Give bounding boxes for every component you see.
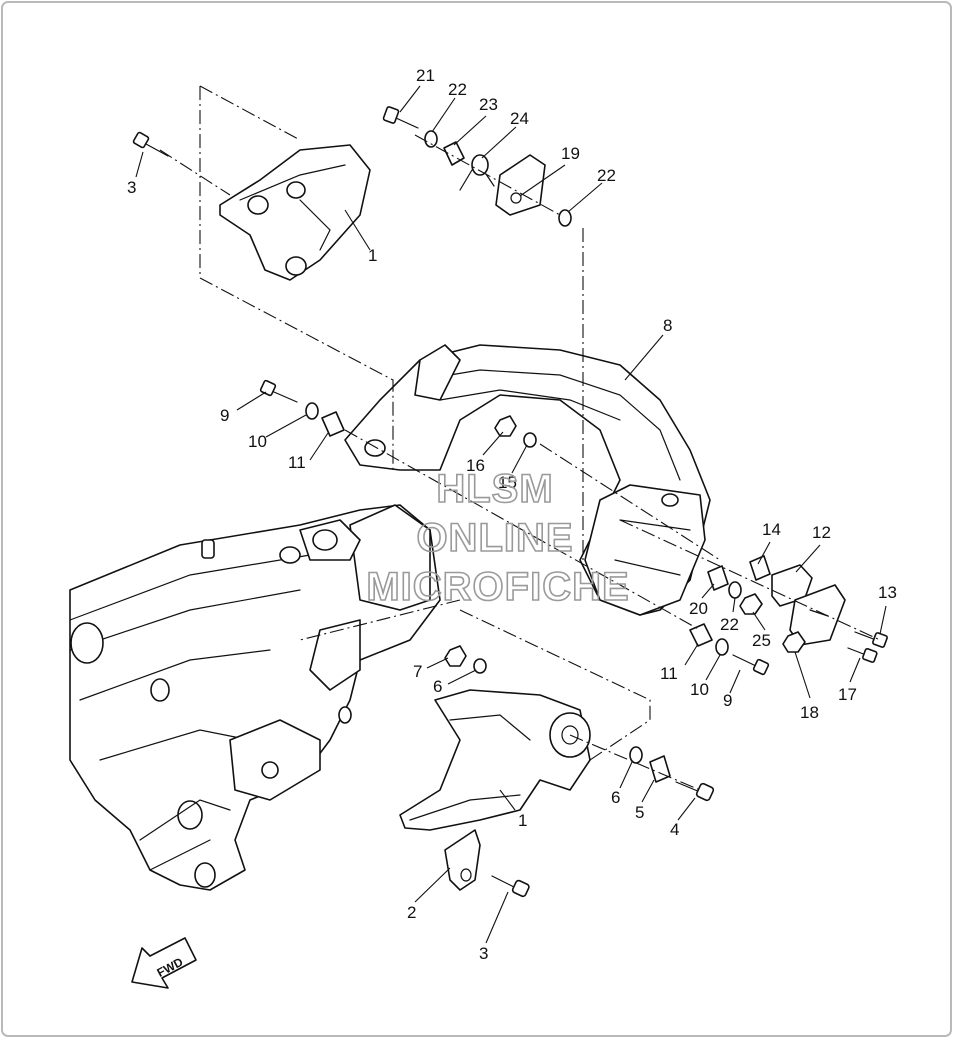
bolt-part-9-left	[259, 379, 298, 403]
callout-4: 4	[670, 820, 679, 839]
callout-25: 25	[752, 631, 771, 650]
watermark: HLSM ONLINE MICROFICHE	[366, 466, 630, 610]
callout-11-right: 11	[660, 664, 678, 683]
callout-24: 24	[510, 109, 529, 128]
collar-part-14	[749, 555, 771, 581]
washer-part-6-top	[473, 658, 487, 674]
callout-3-top: 3	[127, 178, 136, 197]
callout-5: 5	[635, 803, 644, 822]
callout-1-top: 1	[368, 246, 377, 265]
collar-part-23	[443, 141, 465, 166]
nut-part-18	[782, 631, 806, 653]
washer-part-22-lower	[728, 581, 742, 599]
bolt-part-3-bottom	[491, 875, 530, 898]
callout-2: 2	[407, 903, 416, 922]
jet-pump-housing	[69, 504, 441, 891]
callout-19: 19	[561, 144, 580, 163]
callout-13: 13	[878, 583, 897, 602]
fwd-arrow-icon: FWD	[131, 937, 197, 989]
callout-9-right: 9	[723, 691, 732, 710]
leader-lines	[135, 85, 887, 944]
washer-part-10-left	[305, 402, 319, 420]
callout-22-top: 22	[448, 80, 467, 99]
watermark-line-1: HLSM	[436, 467, 553, 511]
nut-part-16	[494, 415, 517, 437]
collar-part-11-left	[321, 411, 345, 437]
callout-15: 15	[498, 473, 517, 492]
washer-part-15	[523, 432, 537, 448]
callout-20: 20	[689, 599, 708, 618]
callout-22-lower: 22	[720, 615, 739, 634]
bolt-part-13	[854, 631, 888, 648]
callout-7: 7	[413, 662, 422, 681]
callout-16: 16	[466, 456, 485, 475]
callout-1-bottom: 1	[518, 811, 527, 830]
washer-part-22-right	[558, 209, 572, 227]
callout-6-top: 6	[433, 677, 442, 696]
bolt-part-3-top	[132, 131, 169, 157]
callout-14: 14	[762, 520, 781, 539]
watermark-line-3: MICROFICHE	[366, 565, 629, 609]
lower-bracket-part-1	[399, 689, 591, 831]
plate-part-19	[495, 154, 546, 216]
bolt-part-17	[847, 647, 878, 663]
nut-part-7	[444, 645, 467, 667]
callout-6-bottom: 6	[611, 788, 620, 807]
spring-part-24	[459, 154, 495, 191]
clip-part-2	[444, 829, 481, 891]
washer-part-10-right	[715, 638, 729, 656]
washer-part-22-top	[424, 130, 438, 148]
callout-9-left: 9	[220, 406, 229, 425]
callout-8: 8	[663, 316, 672, 335]
collar-part-20	[707, 565, 729, 591]
collar-part-11-right	[689, 623, 713, 647]
bolt-part-9-right	[732, 654, 770, 676]
callout-3-bottom: 3	[479, 944, 488, 963]
nut-part-25	[739, 593, 763, 615]
callout-18: 18	[800, 703, 819, 722]
upper-bracket-part-1	[219, 144, 371, 281]
callout-10-left: 10	[248, 432, 267, 451]
bolt-part-4	[675, 781, 715, 802]
steering-nozzle-part-8	[344, 344, 711, 616]
washer-part-6-bottom	[629, 746, 643, 764]
assembly-lines	[159, 85, 881, 791]
callout-21: 21	[416, 66, 435, 85]
callout-11-left: 11	[288, 453, 306, 472]
callout-12: 12	[812, 523, 831, 542]
callout-17: 17	[838, 685, 857, 704]
callout-10-right: 10	[690, 680, 709, 699]
callout-labels: 21 22 23 24 19 22 3 1 8 9 10 11 16 15 14…	[127, 66, 897, 963]
callout-22-right: 22	[597, 166, 616, 185]
collar-part-5	[649, 755, 671, 783]
bolt-part-21	[382, 106, 419, 129]
watermark-line-2: ONLINE	[416, 516, 573, 560]
callout-23: 23	[479, 95, 498, 114]
